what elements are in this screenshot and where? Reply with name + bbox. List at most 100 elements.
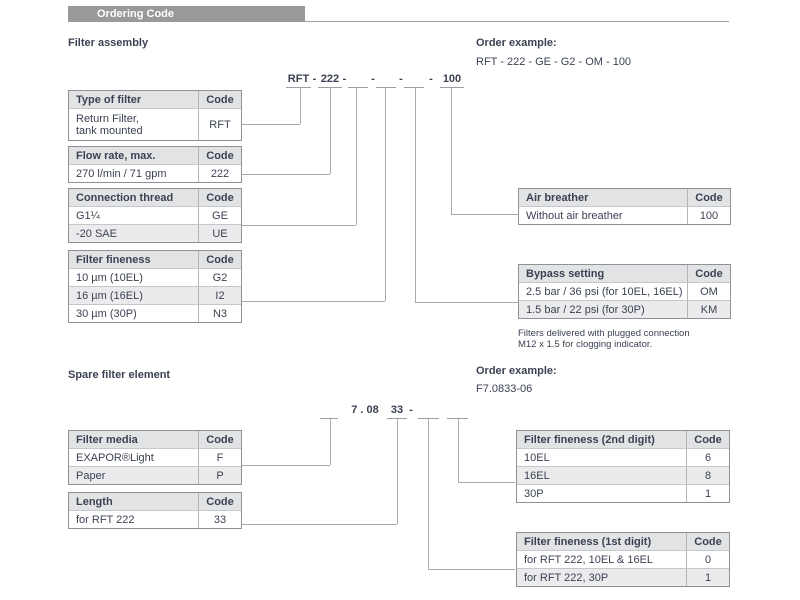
code-column-header: Code — [198, 189, 241, 206]
connector-line — [242, 174, 330, 175]
code-column-header: Code — [198, 493, 241, 510]
row-code: I2 — [198, 287, 241, 304]
connector-line — [242, 465, 330, 466]
order-example-value-assembly: RFT - 222 - GE - G2 - OM - 100 — [476, 56, 632, 68]
connector-line — [242, 124, 300, 125]
row-code: 100 — [687, 207, 730, 224]
table-row: 270 l/min / 71 gpm 222 — [69, 164, 241, 182]
row-label: 2.5 bar / 36 psi (for 10EL, 16EL) — [526, 285, 683, 298]
table-header-row: Length Code — [69, 493, 241, 510]
table-row: for RFT 222, 30P 1 — [517, 568, 729, 586]
code-column-header: Code — [198, 91, 241, 108]
connector-line — [451, 88, 452, 214]
table-row: 16 µm (16EL)I2 — [69, 286, 241, 304]
code-column-header: Code — [198, 147, 241, 164]
table-title: Bypass setting — [526, 267, 605, 280]
connector-line — [428, 419, 429, 569]
row-code: 6 — [686, 449, 729, 466]
row-code: F — [198, 449, 241, 466]
connector-line — [415, 302, 518, 303]
code-dash: - — [371, 73, 375, 85]
code-dash: - — [429, 73, 433, 85]
code-column-header: Code — [686, 533, 729, 550]
row-label: Paper — [76, 469, 106, 482]
order-example-value-spare: F7.0833-06 — [476, 383, 533, 395]
row-code: 8 — [686, 467, 729, 484]
code-blank — [320, 403, 338, 419]
table-row: 10 µm (10EL) G2 — [69, 268, 241, 286]
code-blank — [447, 403, 468, 419]
connector-line — [385, 88, 386, 301]
row-code: N3 — [198, 305, 241, 322]
code-column-header: Code — [198, 251, 241, 268]
code-blank — [418, 403, 439, 419]
row-label: 270 l/min / 71 gpm — [76, 167, 167, 180]
connector-line — [330, 88, 331, 174]
connector-line — [415, 88, 416, 302]
row-label: 30 µm (30P) — [76, 307, 137, 320]
row-code: 1 — [686, 569, 729, 586]
connector-line — [356, 88, 357, 225]
table-row: 16EL 8 — [517, 466, 729, 484]
table-header-row: Filter fineness (1st digit)Code — [517, 533, 729, 550]
row-code: RFT — [198, 109, 241, 140]
table-title: Filter media — [76, 433, 138, 446]
row-code: G2 — [198, 269, 241, 286]
order-example-label-assembly: Order example: — [476, 37, 557, 49]
table-title: Connection thread — [76, 191, 174, 204]
connector-line — [242, 524, 397, 525]
table-row: Paper P — [69, 466, 241, 484]
connector-line — [300, 88, 301, 124]
row-code: 1 — [686, 485, 729, 502]
row-code: P — [198, 467, 241, 484]
note-line-2: M12 x 1.5 for clogging indicator. — [518, 339, 653, 350]
row-label: 16EL — [524, 469, 550, 482]
row-code: GE — [198, 207, 241, 224]
table-title: Filter fineness (2nd digit) — [524, 433, 655, 446]
connector-line — [397, 419, 398, 524]
row-label: for RFT 222, 30P — [524, 571, 609, 584]
page-title-bar: Ordering Code — [68, 6, 305, 22]
row-code: 222 — [198, 165, 241, 182]
code-segment: 33 — [387, 403, 407, 419]
connector-line — [428, 569, 515, 570]
table-row: 1.5 bar / 22 psi (for 30P)KM — [519, 300, 730, 318]
row-code: UE — [198, 225, 241, 242]
code-segment: 7 . 08 — [351, 404, 379, 416]
code-blank — [376, 72, 396, 88]
row-label: EXAPOR®Light — [76, 451, 154, 464]
row-label: 10 µm (10EL) — [76, 271, 143, 284]
connector-line — [458, 419, 459, 482]
row-label: G1¼ — [76, 209, 100, 222]
table-title: Length — [76, 495, 113, 508]
table-header-row: Flow rate, max.Code — [69, 147, 241, 164]
code-segment: RFT — [286, 72, 311, 88]
code-segment: 100 — [440, 72, 464, 88]
connector-line — [458, 482, 515, 483]
table-row: 2.5 bar / 36 psi (for 10EL, 16EL) OM — [519, 282, 730, 300]
code-dash: - — [342, 73, 347, 85]
connector-line — [242, 225, 356, 226]
row-code: OM — [687, 283, 730, 300]
table-title: Air breather — [526, 191, 589, 204]
table-title: Filter fineness — [76, 253, 151, 266]
row-label: for RFT 222 — [76, 513, 135, 526]
row-code: 0 — [686, 551, 729, 568]
table-header-row: Filter fineness (2nd digit)Code — [517, 431, 729, 448]
